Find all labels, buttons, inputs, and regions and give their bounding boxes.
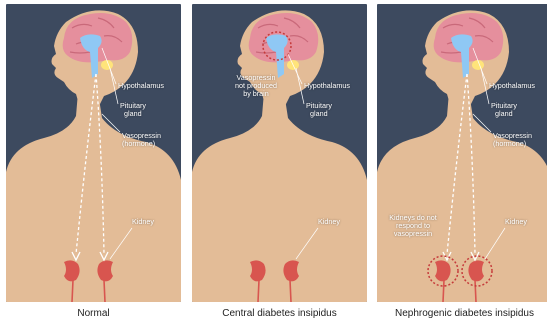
hypothalamus-label: Hypothalamus [304, 82, 350, 90]
caption-normal: Normal [6, 308, 181, 319]
panel-central: Vasopressin not produced by brain Hypoth… [192, 4, 367, 302]
central-illustration [192, 4, 367, 302]
panel-normal: Hypothalamus Pituitary gland Vasopressin… [6, 4, 181, 302]
brain-note-line3: by brain [226, 90, 286, 98]
kidney-note-line3: vasopressin [381, 230, 445, 238]
kidney-label: Kidney [132, 218, 154, 226]
kidney-label: Kidney [505, 218, 527, 226]
caption-nephrogenic: Nephrogenic diabetes insipidus [377, 308, 547, 319]
vasopressin-label-line2: (hormone) [493, 140, 526, 148]
panel-nephrogenic: Hypothalamus Pituitary gland Vasopressin… [377, 4, 547, 302]
nephrogenic-illustration [377, 4, 547, 302]
hypothalamus-label: Hypothalamus [489, 82, 535, 90]
pituitary-label-line2: gland [495, 110, 513, 118]
caption-central: Central diabetes insipidus [192, 308, 367, 319]
kidney-label: Kidney [318, 218, 340, 226]
vasopressin-label-line2: (hormone) [122, 140, 155, 148]
pituitary-label-line2: gland [124, 110, 142, 118]
hypothalamus-label: Hypothalamus [118, 82, 164, 90]
normal-illustration [6, 4, 181, 302]
pituitary-label-line2: gland [310, 110, 328, 118]
